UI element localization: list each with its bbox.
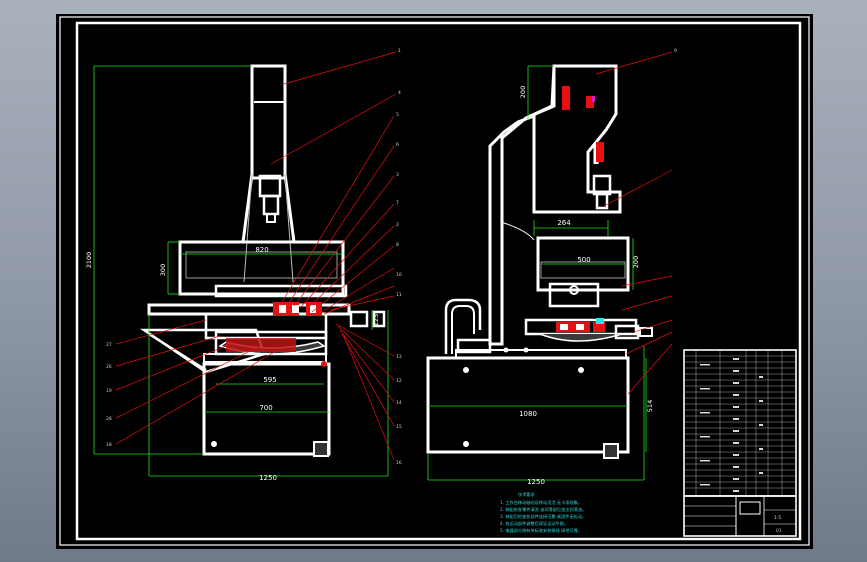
callout-label: 9 [674, 48, 677, 54]
callout-label: 3 [396, 172, 399, 178]
cad-viewport[interactable]: 2100 300 820 595 700 1250 125 1 4 5 6 [56, 14, 813, 549]
dim-base-height: 514 [646, 400, 654, 412]
callout-label: 26 [106, 364, 112, 370]
callout-label: 18 [106, 442, 112, 448]
callout-label: 11 [396, 292, 402, 298]
dim-lower-inner: 595 [263, 376, 276, 384]
callout-label: 6 [396, 142, 399, 148]
callout-label: 1 [398, 48, 401, 54]
callout-label: 14 [396, 400, 402, 406]
callout-label: 10 [396, 272, 402, 278]
left-dimension-lines [93, 65, 389, 477]
dim-overall-width: 1250 [259, 474, 277, 482]
right-dimension-lines [427, 65, 647, 481]
notes-line: 1. 工作台移动轴向及转动灵活 无卡滞现象。 [500, 499, 582, 506]
callout-label: 8 [396, 242, 399, 248]
dim-base-width: 1080 [519, 410, 537, 418]
left-callout-labels-left: 27 26 19 28 18 [106, 342, 112, 448]
left-side-flange [349, 310, 386, 328]
dim-side-small: 125 [372, 314, 380, 326]
notes-line: 5. 电器部分按有关标准安装接线 接地可靠。 [500, 527, 582, 534]
left-dimension-texts: 2100 300 820 595 700 1250 125 [85, 246, 380, 482]
dim-box-height: 300 [159, 264, 167, 276]
callout-label: 19 [106, 388, 112, 394]
right-dimension-texts: 200 264 200 500 1080 514 1250 [519, 86, 654, 486]
dim-arm-width: 264 [557, 219, 571, 227]
notes-line: 3. 装配后检查各部件连接可靠 紧固件无松动。 [500, 513, 586, 520]
dim-box-width: 820 [255, 246, 268, 254]
parts-list-table [683, 349, 797, 497]
notes-line: 4. 各运动部件调整后保证运动平稳。 [500, 520, 568, 527]
notes-title: 技术要求 [518, 491, 536, 498]
assembly-drawing: 2100 300 820 595 700 1250 125 1 4 5 6 [59, 16, 810, 546]
notes-line: 2. 装配前各零件清洗 油润滑部位加注润滑油。 [500, 506, 586, 513]
left-view [139, 64, 351, 457]
callout-label: 15 [396, 424, 402, 430]
sheet-border-inner [75, 21, 802, 541]
callout-label: 28 [106, 416, 112, 422]
callout-label: 13 [396, 354, 402, 360]
title-block [683, 495, 797, 537]
left-red-parts [226, 302, 327, 367]
dim-total-height: 2100 [85, 252, 93, 269]
title-sheet: 01 [776, 528, 782, 534]
left-callout-labels-right: 1 4 5 6 3 7 2 8 10 11 [396, 48, 402, 298]
sheet-border-outer [59, 16, 810, 546]
callout-label: 4 [398, 90, 401, 96]
dim-lower-base: 700 [259, 404, 272, 412]
dim-box-height: 200 [632, 256, 640, 268]
callout-label: 2 [396, 222, 399, 228]
right-view [426, 64, 653, 459]
dim-top-height: 200 [519, 86, 527, 98]
callout-label: 27 [106, 342, 112, 348]
dim-box-width: 500 [577, 256, 590, 264]
callout-label: 16 [396, 460, 402, 466]
callout-label: 5 [396, 112, 399, 118]
right-leader-lines [595, 51, 673, 395]
callout-label: 7 [396, 200, 399, 206]
technical-notes: 技术要求 1. 工作台移动轴向及转动灵活 无卡滞现象。 2. 装配前各零件清洗 … [500, 491, 586, 534]
left-leader-lines [115, 51, 397, 461]
right-red-parts [556, 86, 605, 332]
left-callout-labels-bottom: 13 12 14 15 16 [396, 354, 402, 466]
title-scale: 1:5 [774, 515, 781, 521]
callout-label: 12 [396, 378, 402, 384]
dim-overall-width: 1250 [527, 478, 545, 486]
